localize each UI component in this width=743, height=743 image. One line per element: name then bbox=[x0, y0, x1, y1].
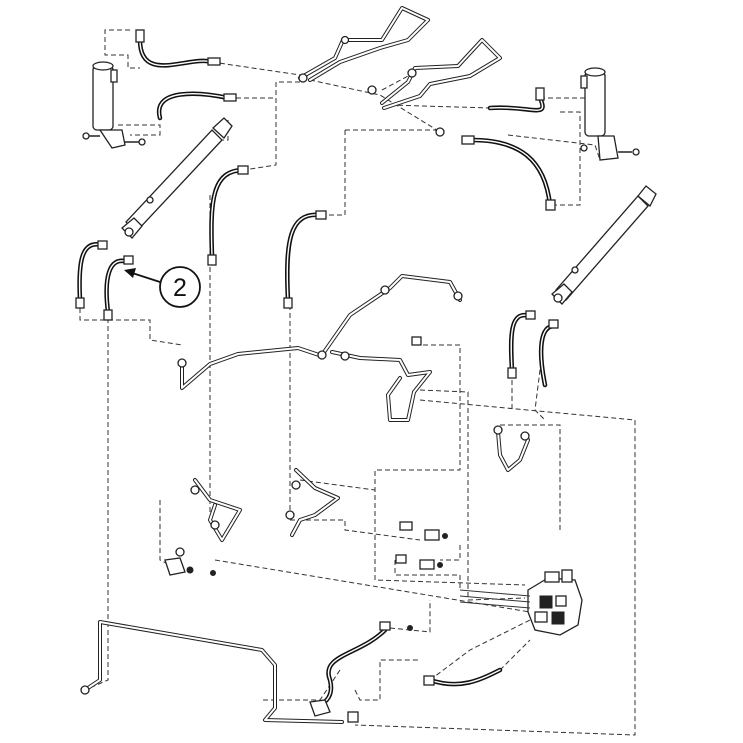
hose-top-left-lower bbox=[156, 91, 237, 121]
hose-bottom-center bbox=[309, 621, 391, 723]
hose-center-left bbox=[207, 165, 249, 266]
hose-top-right-upper bbox=[487, 87, 545, 113]
fittings bbox=[210, 521, 448, 631]
right-diagonal-cylinder bbox=[551, 185, 657, 305]
left-diagonal-cylinder bbox=[121, 117, 233, 239]
hose-right-cylinder-b bbox=[538, 319, 559, 388]
steel-tube-right-small bbox=[493, 425, 530, 472]
hose-right-cylinder-a bbox=[507, 310, 536, 379]
elbow-fitting-left bbox=[164, 547, 194, 576]
hose-left-cylinder-a bbox=[75, 240, 108, 309]
hose-top-left-upper bbox=[135, 29, 221, 68]
part-callout-2[interactable]: 2 bbox=[124, 266, 201, 308]
long-steel-return-line bbox=[80, 620, 344, 724]
middle-steel-tube-loop bbox=[330, 336, 432, 422]
right-vertical-cylinder bbox=[580, 67, 640, 161]
callout-number: 2 bbox=[173, 274, 187, 302]
top-steel-tube-right bbox=[367, 38, 502, 137]
hose-top-right-lower bbox=[461, 135, 556, 211]
hose-left-cylinder-b[interactable] bbox=[103, 255, 134, 321]
middle-steel-tube-upper bbox=[317, 274, 463, 360]
control-valve bbox=[459, 569, 583, 636]
hose-bottom-right bbox=[423, 667, 503, 687]
callout-circle bbox=[159, 266, 201, 308]
left-vertical-cylinder bbox=[82, 61, 146, 149]
callout-arrowhead bbox=[124, 268, 136, 278]
hose-center bbox=[283, 210, 327, 309]
top-steel-tube-left bbox=[298, 6, 430, 83]
middle-steel-tube-long bbox=[177, 346, 324, 390]
lower-steel-tube-center bbox=[285, 468, 340, 537]
lower-steel-tube-left bbox=[190, 478, 242, 542]
